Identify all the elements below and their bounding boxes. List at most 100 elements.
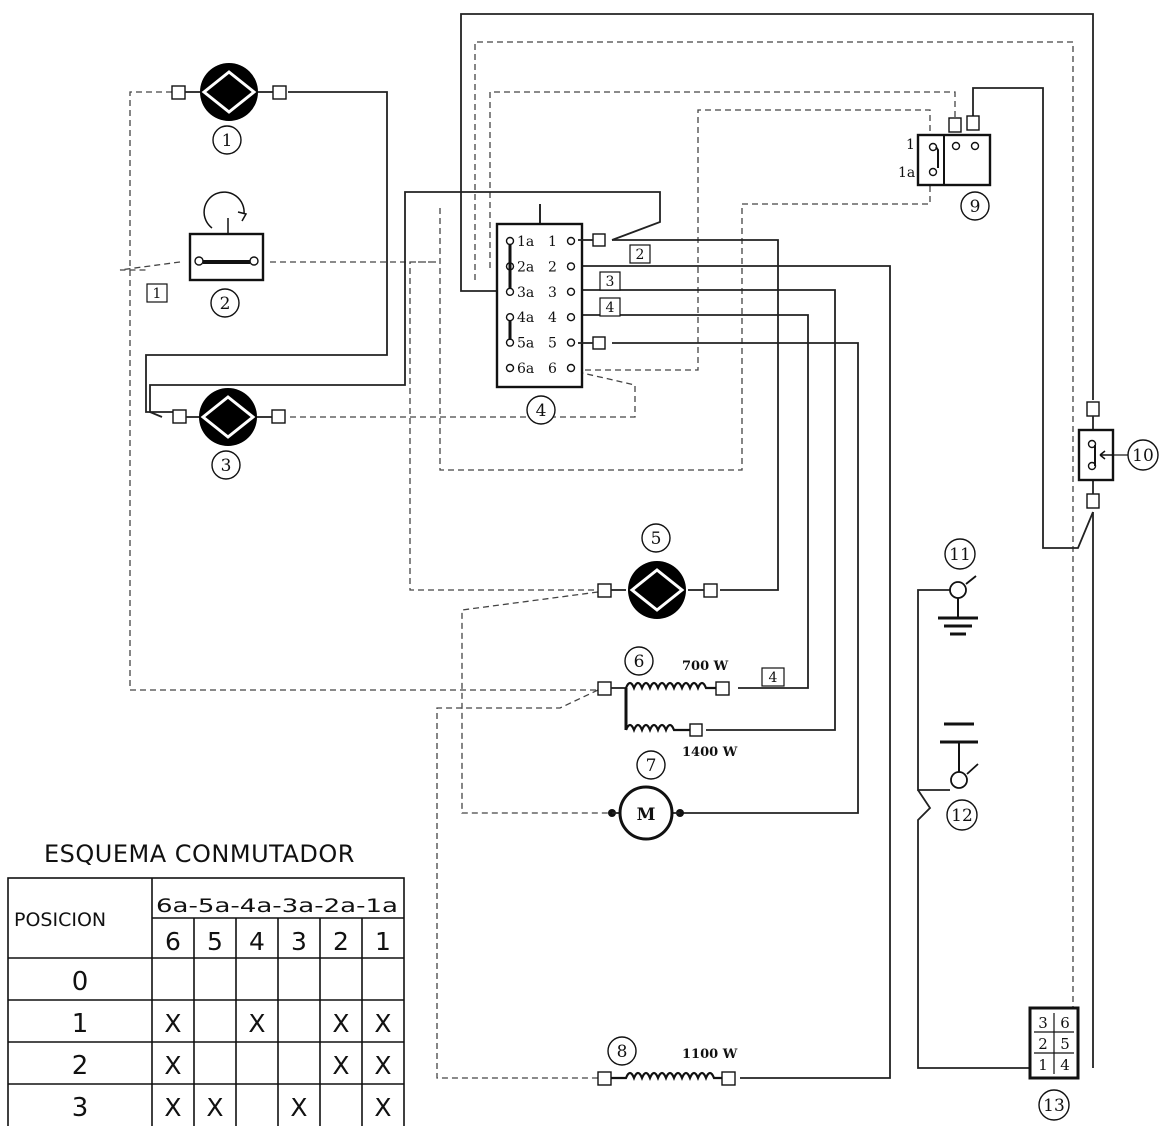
- wire-3-solid: [149, 191, 661, 418]
- wires: [119, 13, 1094, 1079]
- connector: [1086, 493, 1100, 509]
- connector-pin-label: 4: [1060, 1056, 1070, 1074]
- component-number: 5: [651, 529, 662, 549]
- contact: [249, 256, 259, 266]
- position-number: 0: [72, 967, 89, 997]
- wire-3-right: [290, 371, 636, 418]
- heater-rating-700: 700 W: [682, 659, 729, 674]
- position-number: 2: [72, 1051, 89, 1081]
- bimetal-arrow-icon: [1099, 450, 1112, 460]
- component-12-capacitor: 12: [940, 722, 979, 831]
- component-11-ground: 11: [938, 538, 978, 636]
- terminal-label-right: 2: [548, 259, 557, 275]
- number-badge: [624, 646, 654, 676]
- arrow-head: [237, 211, 248, 222]
- connector: [689, 723, 703, 737]
- connector-pin-label: 1: [1038, 1056, 1048, 1074]
- component-number: 1: [222, 131, 233, 151]
- table-column-lines: [193, 918, 363, 1126]
- switch-mark: X: [332, 1051, 349, 1080]
- motor-icon: [618, 785, 674, 841]
- thermostat-blade: [935, 146, 939, 168]
- column-header: 6: [165, 927, 181, 956]
- position-number: 3: [72, 1093, 89, 1123]
- switch-mark: X: [248, 1009, 265, 1038]
- wire-tag-label: 2: [636, 247, 645, 263]
- wire-tag-label: 4: [769, 670, 778, 686]
- motor-symbol: M: [637, 805, 656, 825]
- terminal: [505, 287, 515, 296]
- component-number: 2: [220, 294, 231, 314]
- wire-tag-label: 4: [606, 300, 615, 316]
- connector: [271, 409, 286, 424]
- switch-mark: X: [332, 1009, 349, 1038]
- connector: [703, 583, 718, 598]
- lamp-icon: [199, 388, 257, 446]
- column-header: 1: [375, 927, 391, 956]
- number-badge: [960, 191, 990, 221]
- contact: [928, 167, 938, 177]
- terminal: [505, 236, 515, 246]
- component-number: 13: [1043, 1096, 1065, 1116]
- column-header: 5: [207, 927, 223, 956]
- thermostat-terminal-1: 1: [906, 137, 915, 153]
- wire-1-left: [129, 91, 598, 691]
- component-number: 10: [1132, 446, 1154, 466]
- wire-tag-label: 3: [606, 274, 615, 290]
- lamp-filament: [201, 70, 257, 114]
- connector: [171, 85, 186, 100]
- connector: [172, 409, 187, 424]
- terminal: [566, 363, 576, 373]
- switch-mark: X: [374, 1051, 391, 1080]
- wire-outer-top: [460, 13, 1094, 400]
- wire-tag: [599, 297, 621, 317]
- lamp-icon: [628, 561, 686, 619]
- terminal-label-left: 6a: [517, 361, 534, 377]
- terminal-label-left: 1a: [517, 234, 534, 250]
- component-7-motor: M 7: [608, 750, 684, 841]
- header-top: 6a-5a-4a-3a-2a-1a: [156, 895, 398, 917]
- number-badge: [944, 538, 976, 570]
- component-1-lamp: 1: [171, 63, 287, 155]
- number-badge: [636, 750, 666, 780]
- component-5-lamp: 5: [597, 523, 718, 619]
- switch-mark: X: [164, 1009, 181, 1038]
- component-8-heater: 8 1100 W: [597, 1036, 738, 1086]
- column-header: 2: [333, 927, 349, 956]
- contact: [928, 142, 938, 152]
- switch-table: ESQUEMA CONMUTADOR POSICION 6a-5a-4a-3a-…: [7, 840, 405, 1129]
- wire-solid-9: [972, 87, 1094, 549]
- component-number: 7: [646, 756, 657, 776]
- connector: [715, 681, 730, 696]
- contact: [194, 256, 204, 266]
- terminal: [566, 262, 576, 271]
- switch-mark: X: [374, 1093, 391, 1122]
- terminal-label-left: 4a: [517, 310, 534, 326]
- connector-pin-label: 6: [1060, 1014, 1070, 1032]
- rotation-arrow-icon: [203, 191, 245, 229]
- lamp-filament: [629, 568, 685, 612]
- connector: [592, 336, 606, 350]
- terminal: [949, 581, 967, 599]
- number-badge: [641, 523, 671, 553]
- terminal: [566, 236, 576, 246]
- connector-pin-label: 5: [1060, 1035, 1070, 1053]
- contact: [970, 141, 980, 151]
- switch-mark: X: [374, 1009, 391, 1038]
- terminal-label-right: 6: [548, 361, 557, 377]
- wire-dash-9b: [439, 176, 931, 471]
- component-number: 11: [949, 545, 971, 565]
- heater-coil-1100: [611, 1071, 722, 1081]
- switch-mark: X: [164, 1051, 181, 1080]
- wire-dash-top: [474, 41, 1074, 1008]
- component-number: 8: [617, 1042, 628, 1062]
- number-badge: [212, 125, 242, 155]
- column-header: 4: [249, 927, 265, 956]
